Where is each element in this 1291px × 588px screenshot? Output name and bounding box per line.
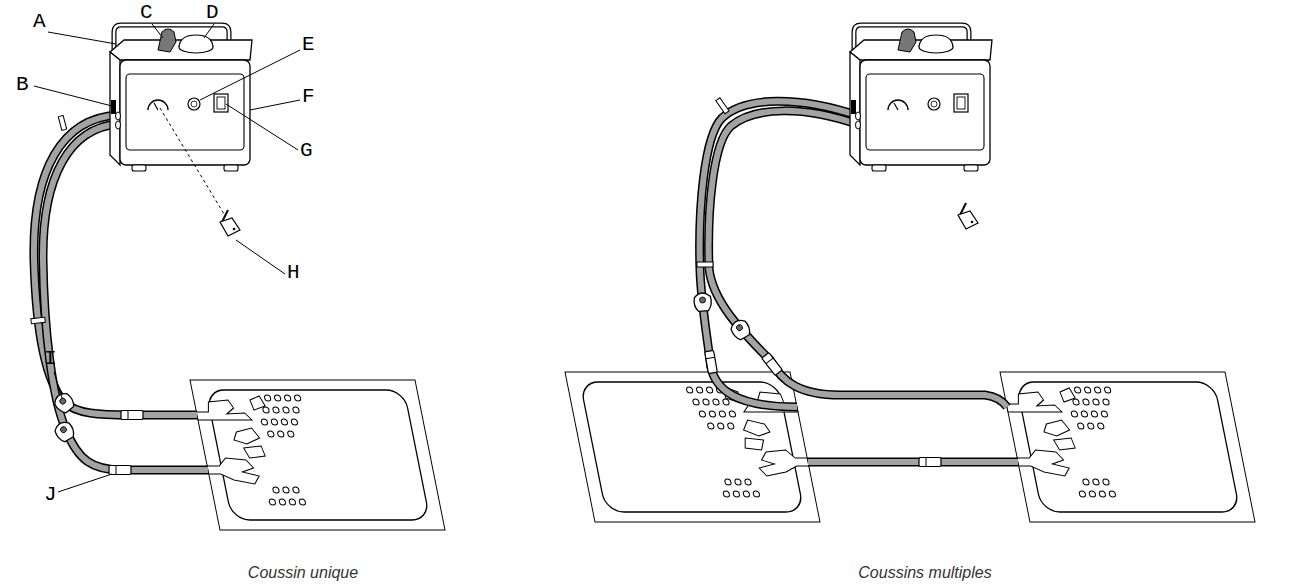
key-guide-line bbox=[160, 108, 224, 214]
pad bbox=[1000, 372, 1255, 522]
leader-line bbox=[48, 32, 116, 44]
callout-letter: E bbox=[302, 34, 315, 56]
leader-line bbox=[54, 372, 62, 398]
callout-letter: F bbox=[302, 86, 315, 108]
callout-letter: A bbox=[33, 11, 46, 33]
leader-line bbox=[152, 24, 163, 38]
hose bbox=[808, 459, 1018, 465]
hoses bbox=[34, 115, 208, 470]
leader-line bbox=[236, 240, 285, 274]
figure-caption: Coussins multiples bbox=[858, 563, 991, 583]
leader-line bbox=[226, 104, 298, 150]
leader-line bbox=[204, 24, 214, 38]
leader-lines bbox=[34, 24, 300, 492]
key bbox=[958, 203, 978, 229]
callout-letter: J bbox=[44, 484, 57, 506]
hose-band bbox=[31, 317, 45, 323]
callout-letter: H bbox=[287, 262, 300, 284]
hose-band bbox=[716, 98, 729, 114]
hose-clamp bbox=[693, 292, 712, 311]
pad bbox=[565, 372, 820, 522]
leader-line bbox=[58, 474, 112, 492]
figure-caption: Coussin unique bbox=[248, 563, 358, 583]
hose-connector bbox=[919, 458, 941, 467]
leader-line bbox=[250, 100, 300, 110]
callout-letter: B bbox=[16, 74, 29, 96]
pump-unit bbox=[850, 25, 992, 171]
hose-connector bbox=[121, 411, 143, 420]
hose-clamp bbox=[52, 390, 77, 415]
hose-clamp bbox=[729, 317, 753, 341]
callout-letter: C bbox=[140, 2, 153, 24]
hose-connector bbox=[762, 353, 783, 376]
hose-connector bbox=[705, 350, 718, 373]
hose-clamp bbox=[53, 419, 77, 443]
hose-band bbox=[58, 115, 66, 130]
callout-letter: D bbox=[206, 2, 219, 24]
hose-outline bbox=[43, 124, 208, 470]
callout-letter: I bbox=[44, 348, 57, 370]
callout-letter: G bbox=[300, 140, 313, 162]
hose-connector bbox=[109, 466, 131, 475]
key bbox=[220, 210, 240, 236]
leader-line bbox=[200, 50, 300, 100]
hose bbox=[43, 124, 208, 470]
hose-band bbox=[697, 262, 713, 267]
leader-line bbox=[34, 86, 112, 106]
pump-unit bbox=[110, 25, 252, 171]
hose-outline bbox=[808, 458, 1018, 467]
pad bbox=[190, 380, 445, 530]
